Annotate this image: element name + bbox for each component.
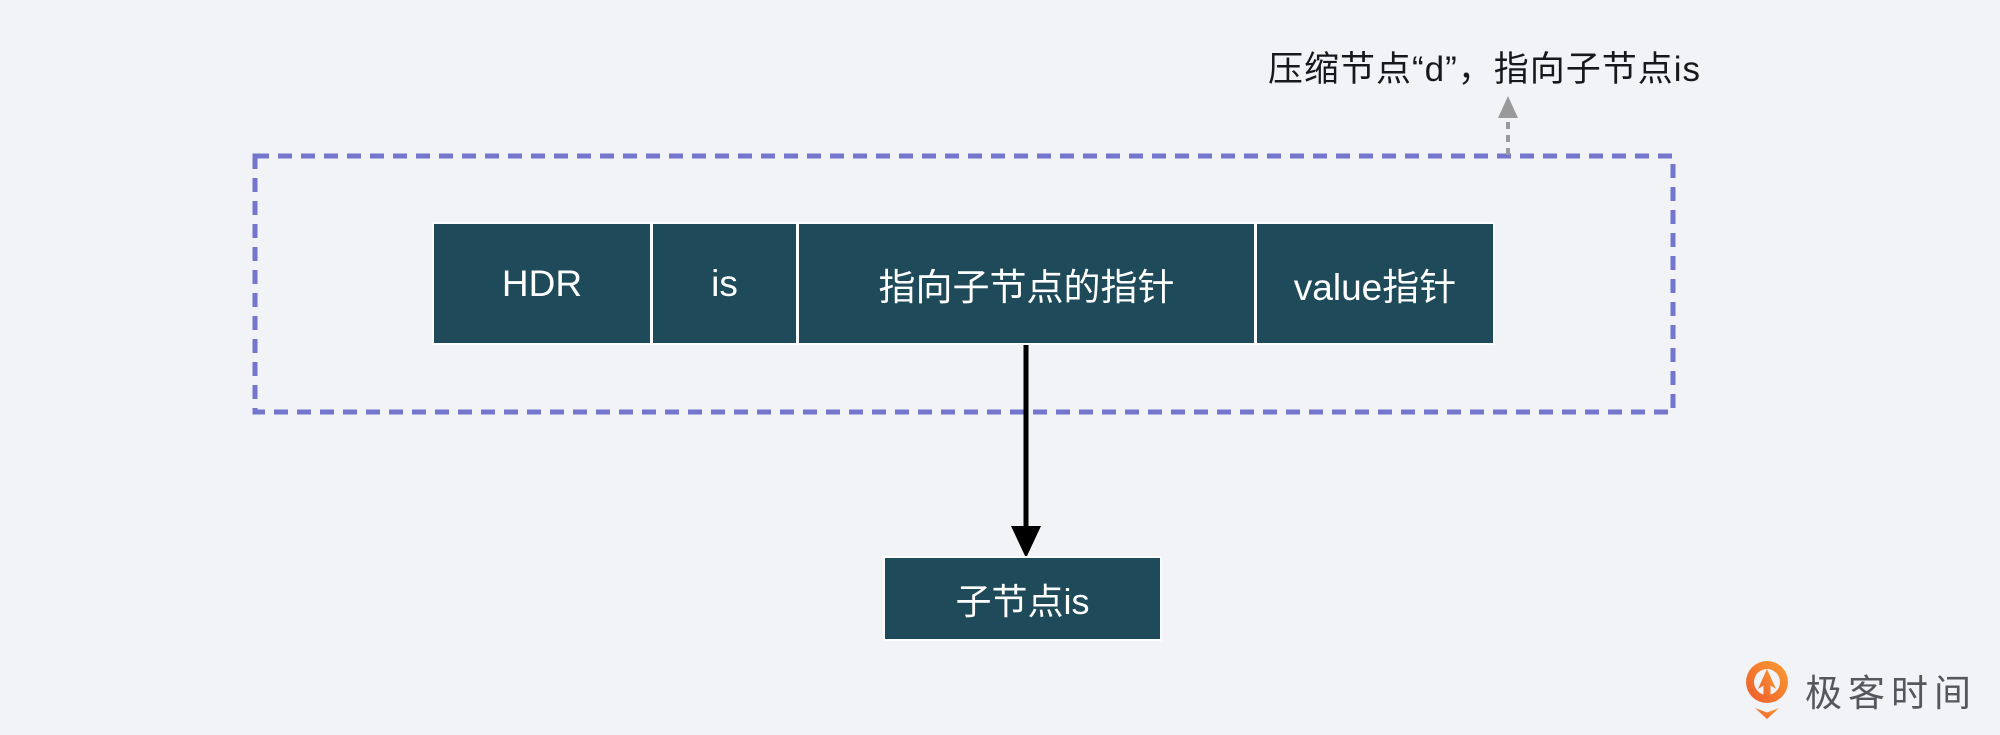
row-cell-child-pointer: 指向子节点的指针	[799, 224, 1254, 343]
geektime-pin-icon	[1746, 661, 1788, 719]
row-cell-hdr: HDR	[434, 224, 650, 343]
child-node-box: 子节点is	[883, 556, 1162, 641]
geektime-logo: 极客时间	[1744, 659, 1977, 721]
compressed-node-row: HDR is 指向子节点的指针 value指针	[432, 222, 1495, 345]
annotation-arrow-head-icon	[1498, 96, 1518, 118]
child-pointer-arrow-head-icon	[1011, 526, 1041, 558]
row-cell-value-pointer: value指针	[1257, 224, 1493, 343]
annotation-label: 压缩节点“d”，指向子节点is	[1268, 50, 1702, 89]
geektime-logo-text: 极客时间	[1805, 673, 1977, 714]
row-cell-is: is	[653, 224, 796, 343]
